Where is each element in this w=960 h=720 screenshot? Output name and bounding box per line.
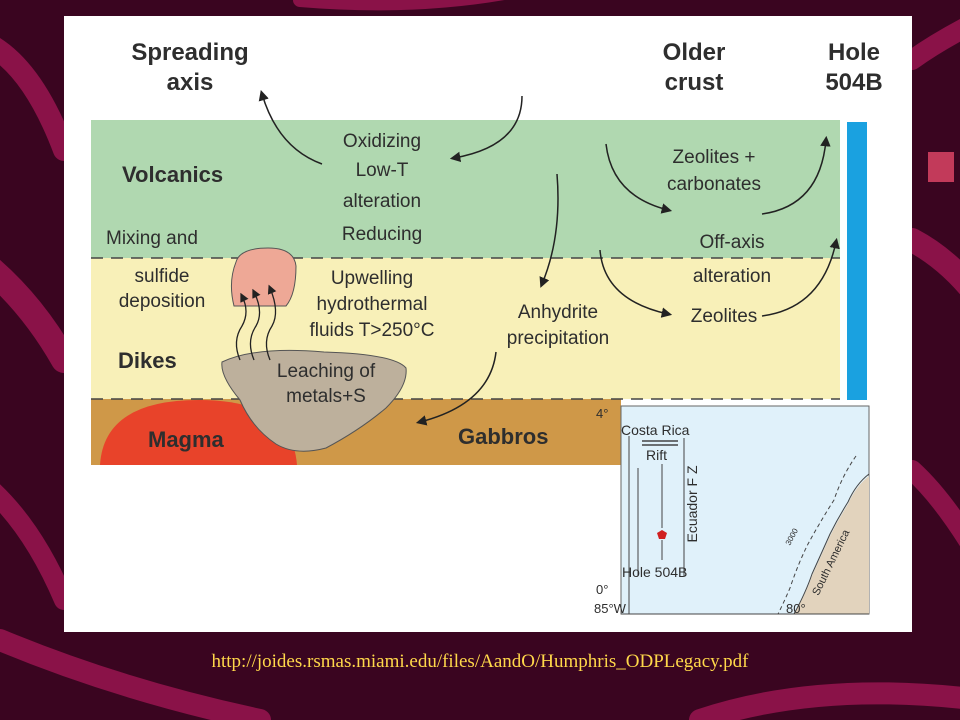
leaching-zone xyxy=(221,349,407,452)
gabbro-inflow-arrow xyxy=(415,351,497,426)
map-label-hole-504b: Hole 504B xyxy=(622,564,687,580)
dikes-layer xyxy=(91,258,840,399)
label-off-axis: Off-axis xyxy=(699,232,764,253)
label-hydrothermal: hydrothermal xyxy=(317,294,428,315)
label-fluids: fluids T>250°C xyxy=(309,320,434,341)
label-alteration: alteration xyxy=(343,191,421,212)
map-coastline xyxy=(793,473,870,615)
zeolites-carbonates-in-arrow xyxy=(605,143,673,214)
header-hole-2: 504B xyxy=(825,69,882,96)
header-older-crust-2: crust xyxy=(665,69,724,96)
zeolites-carbonates-out-arrow xyxy=(761,135,831,215)
header-spreading-axis-2: axis xyxy=(167,69,214,96)
label-reducing: Reducing xyxy=(342,224,422,245)
label-alteration-2: alteration xyxy=(693,266,771,287)
map-label-ecuador-fz: Ecuador F Z xyxy=(684,465,700,542)
label-zeolites: Zeolites xyxy=(691,306,758,327)
layer-label-gabbros: Gabbros xyxy=(458,424,548,449)
layer-label-dikes: Dikes xyxy=(118,348,177,373)
label-deposition: deposition xyxy=(119,291,206,312)
zeolites-in-arrow xyxy=(599,249,673,318)
zeolites-out-arrow xyxy=(761,237,840,317)
label-low-t: Low-T xyxy=(356,160,409,181)
label-zeolites-plus: Zeolites + xyxy=(673,147,756,168)
volcanics-layer xyxy=(91,120,840,258)
map-label-lat-0: 0° xyxy=(596,582,608,597)
label-sulfide: sulfide xyxy=(135,266,190,287)
spreading-axis-arrow xyxy=(258,89,323,165)
map-depth-contour xyxy=(777,455,857,615)
label-oxidizing: Oxidizing xyxy=(343,131,421,152)
map-hole-504b-marker xyxy=(657,530,667,539)
layer-label-volcanics: Volcanics xyxy=(122,162,223,187)
label-carbonates: carbonates xyxy=(667,174,761,195)
upwelling-arrow xyxy=(265,284,277,361)
map-label-costa-rica: Costa Rica xyxy=(621,422,690,438)
label-precipitation: precipitation xyxy=(507,328,609,349)
sulfide-deposit xyxy=(230,247,297,307)
background-accent xyxy=(928,152,954,182)
label-mixing-and: Mixing and xyxy=(106,228,198,249)
map-label-lat-4: 4° xyxy=(596,406,608,421)
source-url-text: http://joides.rsmas.miami.edu/files/Aand… xyxy=(211,651,749,672)
anhydrite-arrow xyxy=(539,173,559,288)
upwelling-arrow xyxy=(249,288,261,361)
header-older-crust-1: Older xyxy=(663,39,726,66)
hydrothermal-diagram: Spreading axis Older crust Hole 504B Vol… xyxy=(91,39,883,616)
map-label-lon-85: 85°W xyxy=(594,601,627,616)
header-hole-1: Hole xyxy=(828,39,880,66)
upwelling-arrow xyxy=(235,292,249,361)
downflow-arrow xyxy=(449,95,523,163)
diagram-image: Spreading axis Older crust Hole 504B Vol… xyxy=(64,16,912,632)
map-label-rift: Rift xyxy=(646,447,667,463)
map-land-south-america xyxy=(794,476,869,614)
label-leaching-2: metals+S xyxy=(286,386,366,407)
map-label-lon-80: 80° xyxy=(786,601,806,616)
hole-504b-column xyxy=(847,122,867,400)
label-upwelling: Upwelling xyxy=(331,268,413,289)
inset-map: Costa Rica Rift Ecuador F Z Hole 504B So… xyxy=(594,405,870,616)
magma-chamber xyxy=(100,400,297,465)
label-leaching-1: Leaching of xyxy=(277,361,376,382)
label-anhydrite: Anhydrite xyxy=(518,302,598,323)
layer-label-magma: Magma xyxy=(148,427,225,452)
header-spreading-axis-1: Spreading xyxy=(131,39,248,66)
